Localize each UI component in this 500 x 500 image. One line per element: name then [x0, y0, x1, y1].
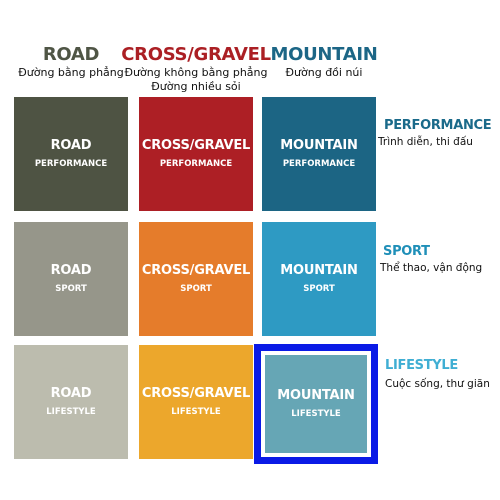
- tile-sublabel: SPORT: [55, 284, 87, 294]
- tile-label: ROAD: [50, 263, 92, 278]
- column-title: MOUNTAIN: [270, 44, 378, 65]
- row-subtitle: Thể thao, vận động: [380, 262, 483, 274]
- tile-label: CROSS/GRAVEL: [141, 386, 251, 401]
- row-subtitle: Trình diễn, thi đấu: [378, 136, 473, 148]
- tile-sublabel: PERFORMANCE: [34, 159, 108, 169]
- tile-road-lifestyle[interactable]: ROAD LIFESTYLE: [14, 345, 128, 459]
- column-subtitle: Đường đồi núi: [285, 66, 363, 79]
- column-header-road: ROAD Đường bằng phẳng: [0, 44, 146, 80]
- tile-sublabel: SPORT: [180, 284, 212, 294]
- column-subtitle: Đường nhiều sỏi: [151, 80, 241, 93]
- column-header-mountain: MOUNTAIN Đường đồi núi: [249, 44, 399, 80]
- tile-mountain-performance[interactable]: MOUNTAIN PERFORMANCE: [262, 97, 376, 211]
- tile-sublabel: SPORT: [303, 284, 335, 294]
- row-header-sport: SPORT Thể thao, vận động: [380, 244, 483, 275]
- column-subtitle: Đường không bằng phẳng: [124, 66, 268, 79]
- tile-label: CROSS/GRAVEL: [141, 263, 251, 278]
- tile-mountain-sport[interactable]: MOUNTAIN SPORT: [262, 222, 376, 336]
- tile-road-sport[interactable]: ROAD SPORT: [14, 222, 128, 336]
- tile-mountain-lifestyle[interactable]: MOUNTAIN LIFESTYLE: [265, 355, 367, 453]
- tile-sublabel: LIFESTYLE: [291, 409, 341, 419]
- tile-label: CROSS/GRAVEL: [141, 138, 251, 153]
- row-title: SPORT: [383, 244, 430, 259]
- tile-label: MOUNTAIN: [277, 388, 355, 403]
- row-title: PERFORMANCE: [384, 118, 492, 133]
- tile-label: ROAD: [50, 138, 92, 153]
- column-title: ROAD: [42, 44, 100, 65]
- tile-label: MOUNTAIN: [280, 138, 358, 153]
- tile-sublabel: PERFORMANCE: [159, 159, 233, 169]
- tile-cross-gravel-lifestyle[interactable]: CROSS/GRAVEL LIFESTYLE: [139, 345, 253, 459]
- column-header-cross-gravel: CROSS/GRAVEL Đường không bằng phẳng Đườn…: [121, 44, 271, 94]
- tile-sublabel: LIFESTYLE: [46, 407, 96, 417]
- tile-label: ROAD: [50, 386, 92, 401]
- column-subtitle: Đường bằng phẳng: [18, 66, 124, 79]
- tile-road-performance[interactable]: ROAD PERFORMANCE: [14, 97, 128, 211]
- tile-cross-gravel-performance[interactable]: CROSS/GRAVEL PERFORMANCE: [139, 97, 253, 211]
- tile-sublabel: PERFORMANCE: [282, 159, 356, 169]
- column-title: CROSS/GRAVEL: [121, 44, 271, 65]
- tile-label: MOUNTAIN: [280, 263, 358, 278]
- row-header-performance: PERFORMANCE Trình diễn, thi đấu: [378, 118, 492, 149]
- row-subtitle: Cuộc sống, thư giãn: [385, 378, 490, 390]
- row-header-lifestyle: LIFESTYLE Cuộc sống, thư giãn: [385, 358, 490, 391]
- tile-sublabel: LIFESTYLE: [171, 407, 221, 417]
- row-title: LIFESTYLE: [385, 358, 458, 373]
- tile-cross-gravel-sport[interactable]: CROSS/GRAVEL SPORT: [139, 222, 253, 336]
- selected-tile-frame: [254, 344, 378, 464]
